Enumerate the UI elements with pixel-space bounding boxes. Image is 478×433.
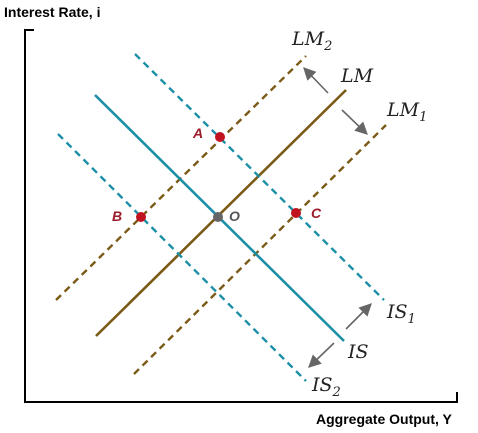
lm2-curve <box>55 55 307 301</box>
lm-label: LM <box>340 65 374 87</box>
point-o-label: O <box>229 208 240 224</box>
lm1-label: LM1 <box>386 99 427 125</box>
point-b <box>136 212 146 222</box>
shift-arrows <box>303 67 372 368</box>
is2-curve <box>57 133 307 382</box>
point-c <box>291 208 301 218</box>
point-a <box>215 132 225 142</box>
point-a-label: A <box>192 125 203 141</box>
is-shift-left-arrow <box>308 342 335 368</box>
point-o <box>213 212 223 222</box>
is1-label: IS1 <box>386 301 416 327</box>
curve-labels: LM2 LM LM1 IS1 IS IS2 <box>291 28 427 400</box>
lm2-label: LM2 <box>291 28 332 54</box>
point-c-label: C <box>311 205 322 221</box>
is-shift-right-arrow <box>345 303 372 330</box>
point-b-label: B <box>112 208 122 224</box>
lm-shift-right-arrow <box>341 109 368 135</box>
axes: Interest Rate, i Aggregate Output, Y <box>4 4 458 427</box>
is1-curve <box>134 53 385 301</box>
y-axis-title: Interest Rate, i <box>4 4 100 20</box>
lm-shift-left-arrow <box>303 67 329 94</box>
lm1-curve <box>133 124 387 375</box>
is-label: IS <box>347 341 369 363</box>
is2-label: IS2 <box>311 374 341 400</box>
x-axis-title: Aggregate Output, Y <box>316 411 453 427</box>
equilibrium-points: A B O C <box>112 125 322 224</box>
